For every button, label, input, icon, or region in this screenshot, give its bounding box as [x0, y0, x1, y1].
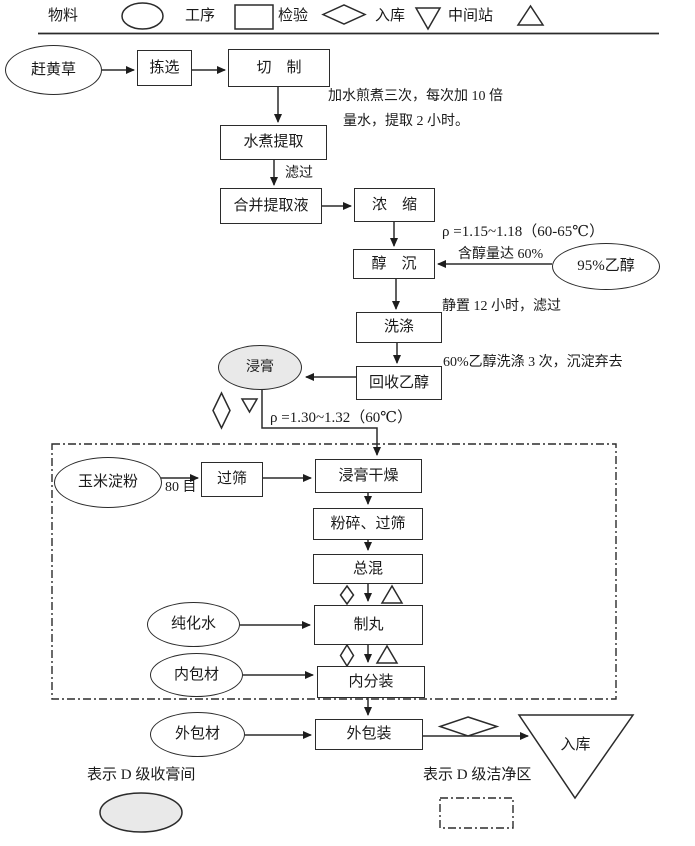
node-qiezhi: 切 制 [228, 49, 330, 87]
legend-material-ellipse-icon [121, 2, 164, 30]
zonghun-inspection-diamond-icon [339, 584, 355, 606]
footer-collect-room-ellipse-icon [99, 792, 183, 833]
node-waibaozhuang: 外包装 [315, 719, 423, 750]
annotation-density2: ρ =1.30~1.32（60℃） [270, 410, 413, 426]
node-neibaocai: 内包材 [150, 653, 243, 697]
annotation-standing: 静置 12 小时，滤过 [442, 299, 561, 314]
annotation-washing: 60%乙醇洗涤 3 次，沉淀弃去 [443, 355, 623, 370]
node-chunhuashui: 纯化水 [147, 602, 240, 647]
node-jingaoganzao: 浸膏干燥 [315, 459, 422, 493]
node-nongsuo: 浓 缩 [354, 188, 435, 222]
legend-warehouse-label: 入库 [375, 8, 406, 24]
node-hebingtiquye: 合并提取液 [220, 188, 322, 224]
node-ethanol95: 95%乙醇 [552, 243, 660, 290]
node-shuizhutiqu: 水煮提取 [220, 125, 327, 160]
legend-station-triangle-icon [516, 4, 545, 26]
node-guoshai: 过筛 [201, 462, 263, 497]
annotation-decoction-line2: 量水，提取 2 小时。 [343, 114, 469, 129]
annotation-decoction-line1: 加水煎煮三次，每次加 10 倍 [328, 89, 503, 104]
legend-process-label: 工序 [185, 8, 216, 24]
footer-clean-area-label: 表示 D 级洁净区 [423, 767, 532, 783]
waibaozhuang-inspection-diamond-icon [437, 716, 500, 737]
node-jingao: 浸膏 [218, 345, 302, 390]
node-waibaocai: 外包材 [150, 712, 245, 757]
zhiwan-inspection-diamond-icon [339, 643, 355, 668]
footer-collect-room-label: 表示 D 级收膏间 [87, 767, 196, 783]
annotation-mesh: 80 目 [165, 480, 197, 495]
legend-process-rect-icon [234, 4, 274, 30]
annotation-density1: ρ =1.15~1.18（60-65℃） [442, 224, 605, 240]
arrow-jingao-to-jingaoganzao [261, 390, 381, 456]
jingao-inspection-diamond-icon [212, 391, 231, 430]
zhiwan-station-triangle-icon [375, 644, 399, 664]
node-xidi: 洗涤 [356, 312, 442, 343]
zonghun-station-triangle-icon [380, 584, 404, 604]
node-huishouyichun: 回收乙醇 [356, 366, 442, 400]
legend-station-label: 中间站 [448, 8, 494, 24]
node-fensuiguoshai: 粉碎、过筛 [313, 508, 423, 540]
jingao-warehouse-triangle-icon [240, 398, 259, 414]
annotation-filter: 滤过 [285, 166, 313, 181]
node-yumidianfen: 玉米淀粉 [54, 457, 162, 508]
ruku-triangle-shape [517, 714, 635, 800]
legend-inspection-label: 检验 [278, 8, 309, 24]
node-ganhuangcao: 赶黄草 [5, 45, 102, 95]
legend-inspection-diamond-icon [321, 4, 367, 25]
node-ruku-label: 入库 [560, 737, 591, 753]
node-zonghun: 总混 [313, 554, 423, 584]
annotation-alcohol-content: 含醇量达 60% [458, 247, 544, 262]
node-chunchen: 醇 沉 [353, 249, 435, 279]
node-jianxuan: 拣选 [137, 50, 192, 86]
legend-material-label: 物料 [48, 8, 79, 24]
node-zhiwan: 制丸 [314, 605, 423, 645]
legend-warehouse-triangle-icon [414, 7, 442, 31]
clean-area-zone-border [51, 443, 617, 700]
footer-clean-area-rect-icon [439, 797, 514, 829]
node-neifenzhuang: 内分装 [317, 666, 425, 698]
